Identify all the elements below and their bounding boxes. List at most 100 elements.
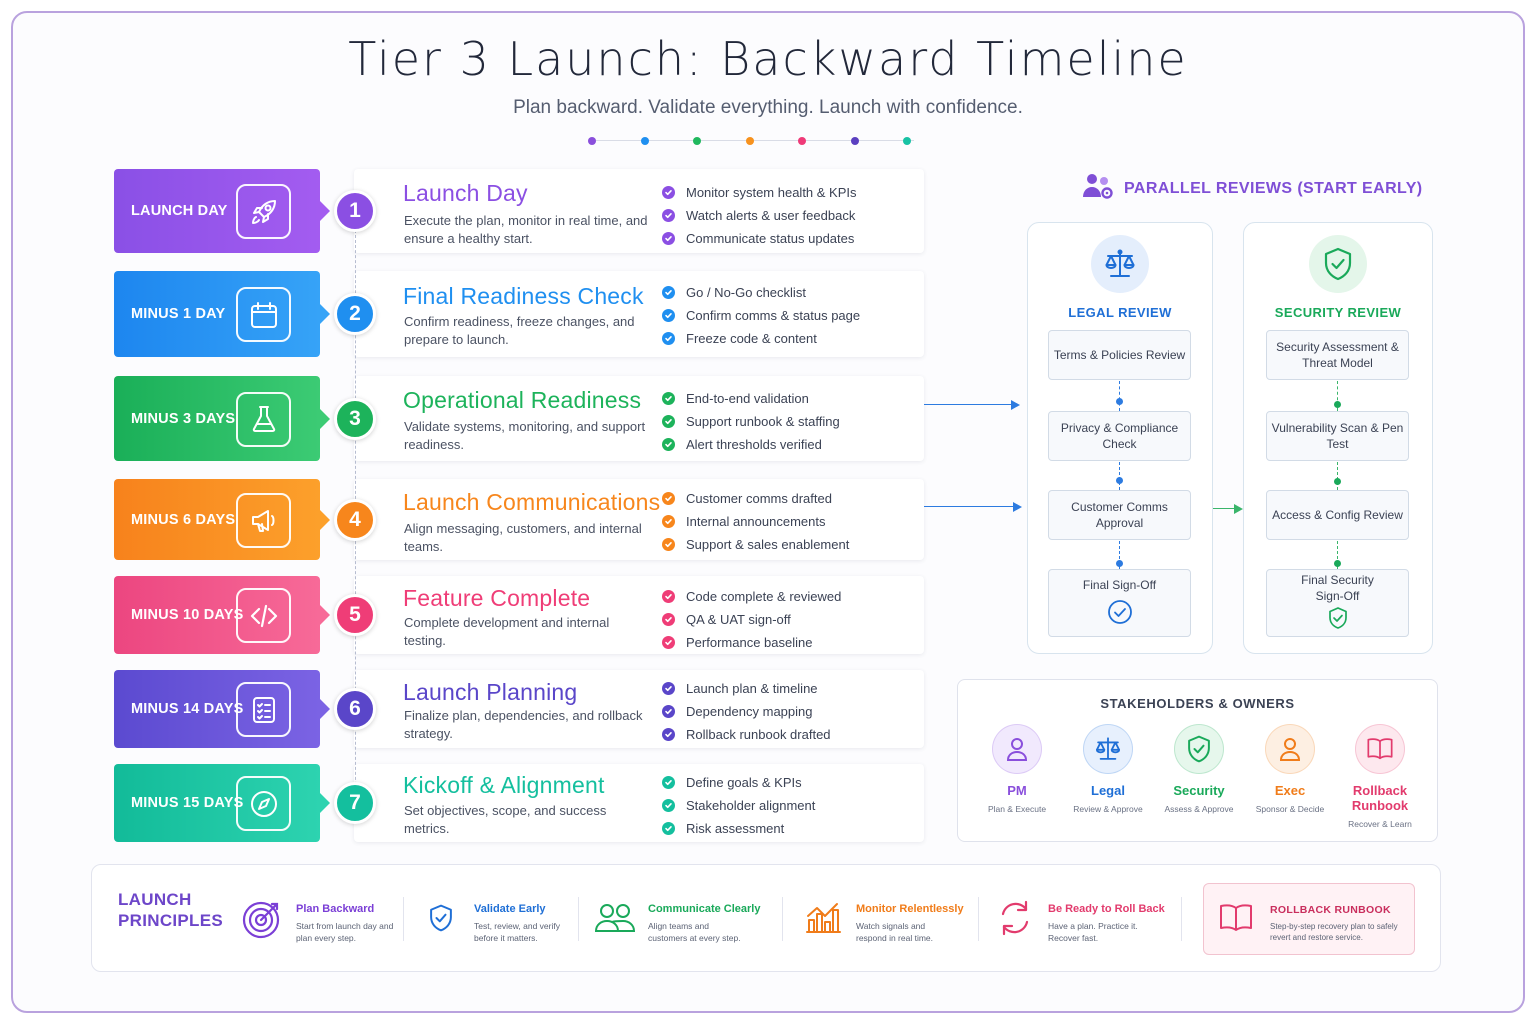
checklist-item: QA & UAT sign-off	[662, 608, 841, 631]
timeline-badge: MINUS 14 DAYS	[114, 670, 330, 748]
timeline-badge: MINUS 15 DAYS	[114, 764, 330, 842]
security-step-2-label: Vulnerability Scan & Pen Test	[1271, 421, 1404, 451]
security-step-1-label: Security Assessment & Threat Model	[1276, 340, 1399, 370]
checklist-item-label: Monitor system health & KPIs	[686, 185, 857, 200]
book-icon	[1218, 902, 1254, 939]
check-icon	[662, 186, 675, 199]
launch-principles-panel: LAUNCH PRINCIPLES Plan Backward Start fr…	[91, 864, 1441, 972]
check-circle-icon	[1107, 599, 1133, 629]
badge-notch	[320, 408, 330, 429]
timeline-badge: LAUNCH DAY	[114, 169, 330, 253]
stakeholder-name: Rollback Runbook	[1351, 783, 1409, 813]
stakeholder-name: Exec	[1274, 783, 1306, 798]
check-icon	[662, 286, 675, 299]
stakeholder-role: Review & Approve	[1073, 804, 1143, 814]
step-number: 3	[334, 397, 376, 440]
checklist-item: Go / No-Go checklist	[662, 281, 860, 304]
principle-divider	[578, 897, 579, 941]
checklist-item-label: Support runbook & staffing	[686, 414, 840, 429]
check-icon	[662, 590, 675, 603]
security-connector-2	[1337, 462, 1338, 490]
check-icon	[662, 515, 675, 528]
legal-step-4: Final Sign-Off	[1048, 569, 1191, 637]
timeline-step-desc: Finalize plan, dependencies, and rollbac…	[404, 708, 643, 741]
checklist-item-label: Customer comms drafted	[686, 491, 832, 506]
stakeholder-name: PM	[1007, 783, 1027, 798]
color-dot	[588, 137, 596, 145]
timeline-badge: MINUS 6 DAYS	[114, 479, 330, 560]
security-connector-dot-2	[1334, 478, 1341, 485]
checklist-item-label: Go / No-Go checklist	[686, 285, 806, 300]
color-dots	[588, 135, 918, 147]
checklist-item: Launch plan & timeline	[662, 677, 831, 700]
security-connector-3	[1337, 541, 1338, 569]
check-icon	[662, 682, 675, 695]
timeline-step-card	[354, 271, 924, 357]
check-icon	[662, 538, 675, 551]
principle-divider	[1181, 897, 1182, 941]
parallel-reviews-title: PARALLEL REVIEWS (START EARLY)	[1082, 172, 1423, 205]
rollback-runbook-desc: Step-by-step recovery plan to safely rev…	[1270, 922, 1398, 942]
principle-divider	[403, 897, 404, 941]
legal-step-3-label: Customer Comms Approval	[1071, 500, 1168, 530]
checklist-item: Alert thresholds verified	[662, 433, 840, 456]
legal-connector-dot-1	[1116, 398, 1123, 405]
check-icon	[662, 636, 675, 649]
security-step-2: Vulnerability Scan & Pen Test	[1266, 411, 1409, 461]
checklist-item: End-to-end validation	[662, 387, 840, 410]
timeline-badge: MINUS 10 DAYS	[114, 576, 330, 654]
scales-icon	[1091, 235, 1149, 293]
stakeholders-panel: STAKEHOLDERS & OWNERS PM Plan & Execute …	[957, 679, 1438, 842]
stakeholder-rollback-runbook: Rollback Runbook Recover & Learn	[1334, 724, 1426, 829]
security-review-label: SECURITY REVIEW	[1274, 305, 1402, 320]
badge-notch	[320, 509, 330, 530]
security-step-4: Final Security Sign-Off	[1266, 569, 1409, 637]
stakeholder-legal: Legal Review & Approve	[1062, 724, 1154, 814]
security-step-1: Security Assessment & Threat Model	[1266, 330, 1409, 380]
color-dot	[798, 137, 806, 145]
principle-validate-early: Validate Early Test, review, and verify …	[418, 893, 586, 949]
compass-icon	[236, 776, 291, 831]
chart-icon	[800, 895, 846, 941]
timeline-step-card	[354, 376, 924, 461]
timeline-badge-label: MINUS 10 DAYS	[131, 607, 244, 623]
checklist-item-label: Confirm comms & status page	[686, 308, 861, 323]
step-number: 7	[334, 782, 376, 824]
shield-check-icon	[1327, 606, 1349, 634]
legal-step-1-label: Terms & Policies Review	[1053, 348, 1186, 362]
timeline-step-card	[354, 670, 924, 748]
person-icon	[1265, 724, 1315, 774]
check-icon	[662, 776, 675, 789]
legal-connector-1	[1119, 381, 1120, 411]
legal-connector-dot-2	[1116, 477, 1123, 484]
calendar-icon	[236, 287, 291, 342]
timeline-step-desc: Confirm readiness, freeze changes, and p…	[404, 314, 635, 347]
step-number: 2	[334, 293, 376, 335]
principle-divider	[782, 897, 783, 941]
checklist-item: Internal announcements	[662, 510, 849, 533]
principle-desc: Watch signals and respond in real time.	[856, 921, 934, 943]
checklist-item: Code complete & reviewed	[662, 585, 841, 608]
checklist-item: Monitor system health & KPIs	[662, 181, 857, 204]
checklist-item-label: Support & sales enablement	[686, 537, 850, 552]
checklist-item-label: Performance baseline	[686, 635, 813, 650]
arrow-to-legal-review-1	[924, 400, 1020, 410]
checklist-icon	[236, 682, 291, 737]
rollback-runbook-card: ROLLBACK RUNBOOK Step-by-step recovery p…	[1203, 883, 1415, 955]
people-gear-icon	[1082, 172, 1114, 205]
principle-communicate-clearly: Communicate Clearly Align teams and cust…	[592, 893, 760, 949]
stakeholder-name: Legal	[1091, 783, 1125, 798]
people-icon	[592, 895, 638, 941]
step-number: 5	[334, 594, 376, 636]
timeline-step-title: Kickoff & Alignment	[403, 772, 605, 798]
checklist-item: Rollback runbook drafted	[662, 723, 831, 746]
security-connector-dot-1	[1334, 401, 1341, 408]
principle-name: Be Ready to Roll Back	[1048, 903, 1165, 915]
checklist-item: Freeze code & content	[662, 327, 860, 350]
